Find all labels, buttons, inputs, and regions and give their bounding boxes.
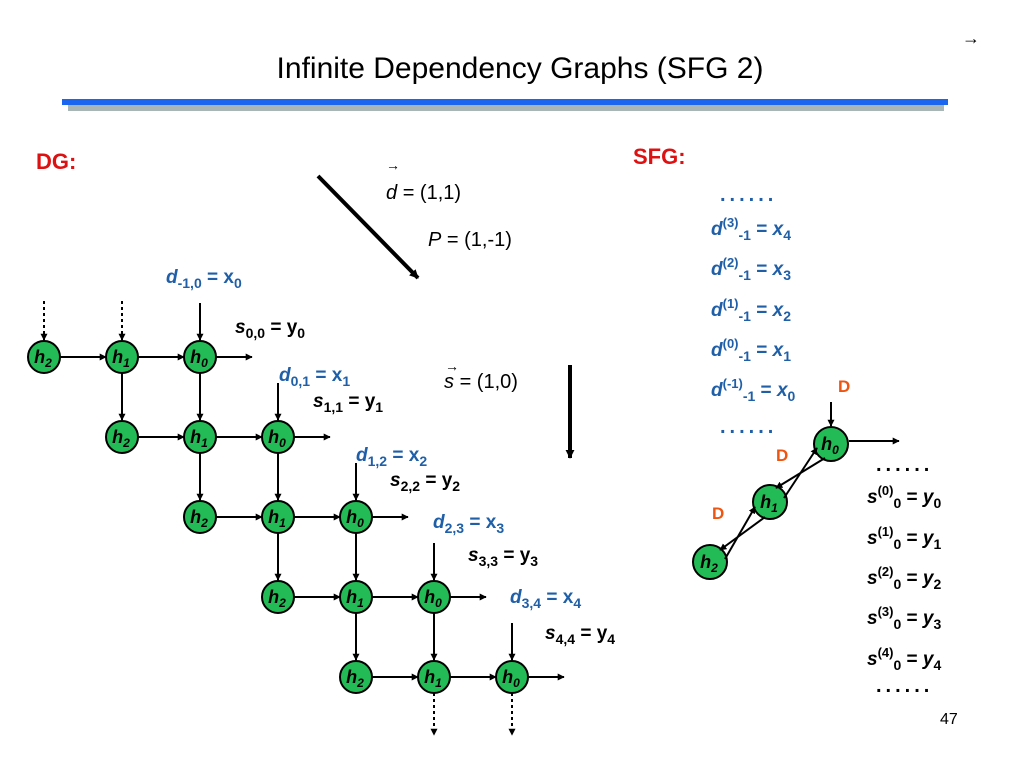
svg-text:h0: h0 bbox=[190, 347, 208, 370]
svg-text:h1: h1 bbox=[268, 507, 286, 530]
sfg-edge-h2-h1 bbox=[724, 506, 756, 560]
dg-node-r0-h2: h2 bbox=[27, 340, 61, 374]
dg-node-r1-h0: h0 bbox=[261, 420, 295, 454]
dg-s-label-0: s0,0 = y0 bbox=[235, 317, 305, 341]
dg-node-r3-h1: h1 bbox=[339, 580, 373, 614]
dg-d-label-4: d3,4 = x4 bbox=[510, 587, 581, 611]
sfg-input-label-3: d(0)-1 = x1 bbox=[711, 336, 791, 364]
sfg-edge-h1-h2 bbox=[719, 516, 766, 551]
sfg-delay-label-0: D bbox=[838, 377, 850, 396]
sfg-node-h1: h1 bbox=[752, 484, 788, 520]
sfg-node-h2: h2 bbox=[692, 544, 728, 580]
svg-text:h1: h1 bbox=[760, 492, 778, 515]
dg-node-r1-h2: h2 bbox=[105, 420, 139, 454]
sfg-delay-label-2: D bbox=[712, 504, 724, 523]
sfg-output-label-2: s(2)0 = y2 bbox=[867, 564, 942, 592]
s-vector-arrow-icon: → bbox=[445, 358, 459, 374]
svg-text:h1: h1 bbox=[424, 667, 442, 690]
svg-text:h1: h1 bbox=[112, 347, 130, 370]
svg-text:h2: h2 bbox=[190, 507, 208, 530]
dg-labels: d-1,0 = x0 d0,1 = x1 d1,2 = x2 d2,3 = x3 d3,… bbox=[166, 267, 615, 647]
d-vector-label: → d = (1,1) bbox=[386, 157, 461, 204]
dg-node-r2-h1: h1 bbox=[261, 500, 295, 534]
svg-text:h2: h2 bbox=[700, 552, 718, 575]
dg-s-label-1: s1,1 = y1 bbox=[313, 391, 383, 415]
sfg-labels: D D D........................ d(3)-1 = x4 d(… bbox=[711, 184, 942, 697]
sfg-output-label-4: s(4)0 = y4 bbox=[867, 645, 942, 673]
sfg-ellipsis-2: ...... bbox=[876, 454, 933, 476]
dg-d-label-0: d-1,0 = x0 bbox=[166, 267, 242, 291]
sfg-output-label-3: s(3)0 = y3 bbox=[867, 604, 942, 632]
svg-text:h2: h2 bbox=[112, 427, 130, 450]
sfg-edge-h1-h0 bbox=[783, 447, 818, 499]
dg-d-label-3: d2,3 = x3 bbox=[433, 512, 504, 536]
svg-text:s = (1,0): s = (1,0) bbox=[444, 371, 518, 393]
sfg-node-h0: h0 bbox=[813, 426, 849, 462]
dg-node-r1-h1: h1 bbox=[183, 420, 217, 454]
d-vector-arrow-icon: → bbox=[386, 157, 400, 173]
dg-node-r3-h0: h0 bbox=[417, 580, 451, 614]
svg-text:h0: h0 bbox=[502, 667, 520, 690]
sfg-label: SFG: bbox=[633, 144, 686, 169]
dg-node-r4-h2: h2 bbox=[339, 660, 373, 694]
dg-d-label-2: d1,2 = x2 bbox=[356, 445, 427, 469]
dg-s-label-4: s4,4 = y4 bbox=[545, 623, 615, 647]
svg-text:h0: h0 bbox=[346, 507, 364, 530]
dg-s-label-3: s3,3 = y3 bbox=[468, 545, 538, 569]
dg-node-r0-h1: h1 bbox=[105, 340, 139, 374]
sfg-ellipsis-0: ...... bbox=[720, 184, 777, 206]
s-vector-label: → s = (1,0) bbox=[444, 358, 518, 393]
dg-s-label-2: s2,2 = y2 bbox=[390, 470, 460, 494]
svg-text:h1: h1 bbox=[190, 427, 208, 450]
svg-text:h0: h0 bbox=[424, 587, 442, 610]
sfg-input-label-4: d(-1)-1 = x0 bbox=[711, 376, 796, 404]
sfg-ellipsis-1: ...... bbox=[720, 416, 777, 438]
sfg-graph: h0 h1 h2 bbox=[692, 402, 900, 580]
dg-node-r4-h1: h1 bbox=[417, 660, 451, 694]
sfg-input-label-2: d(1)-1 = x2 bbox=[711, 296, 791, 324]
page-number: 47 bbox=[940, 711, 958, 728]
dg-graph: h2 h1 h0 h2 h1 h0 h2 h1 h0 h2 h1 h0 h2 h1 h0 bbox=[27, 301, 565, 736]
svg-text:h2: h2 bbox=[346, 667, 364, 690]
sfg-delay-label-1: D bbox=[776, 446, 788, 465]
sfg-output-label-0: s(0)0 = y0 bbox=[867, 483, 942, 511]
svg-text:h2: h2 bbox=[34, 347, 52, 370]
sfg-output-label-1: s(1)0 = y1 bbox=[867, 524, 942, 552]
corner-arrow-icon: → bbox=[962, 28, 980, 48]
svg-text:d = (1,1): d = (1,1) bbox=[386, 182, 461, 204]
title-underline-shadow bbox=[68, 104, 944, 111]
svg-text:h1: h1 bbox=[346, 587, 364, 610]
svg-text:h2: h2 bbox=[268, 587, 286, 610]
dg-node-r2-h0: h0 bbox=[339, 500, 373, 534]
slide-title: Infinite Dependency Graphs (SFG 2) bbox=[277, 52, 764, 85]
svg-text:h0: h0 bbox=[268, 427, 286, 450]
dg-d-label-1: d0,1 = x1 bbox=[279, 365, 350, 389]
svg-text:h0: h0 bbox=[821, 434, 839, 457]
dg-label: DG: bbox=[36, 149, 76, 174]
d-direction-arrow bbox=[316, 174, 420, 280]
title-underline bbox=[62, 99, 948, 105]
dg-node-r2-h2: h2 bbox=[183, 500, 217, 534]
sfg-ellipsis-3: ...... bbox=[876, 675, 933, 697]
dg-node-r0-h0: h0 bbox=[183, 340, 217, 374]
dg-node-r4-h0: h0 bbox=[495, 660, 529, 694]
sfg-input-label-0: d(3)-1 = x4 bbox=[711, 215, 791, 243]
sfg-input-label-1: d(2)-1 = x3 bbox=[711, 255, 791, 283]
dg-node-r3-h2: h2 bbox=[261, 580, 295, 614]
svg-text:P = (1,-1): P = (1,-1) bbox=[428, 229, 512, 251]
p-vector-label: P = (1,-1) bbox=[428, 229, 512, 251]
